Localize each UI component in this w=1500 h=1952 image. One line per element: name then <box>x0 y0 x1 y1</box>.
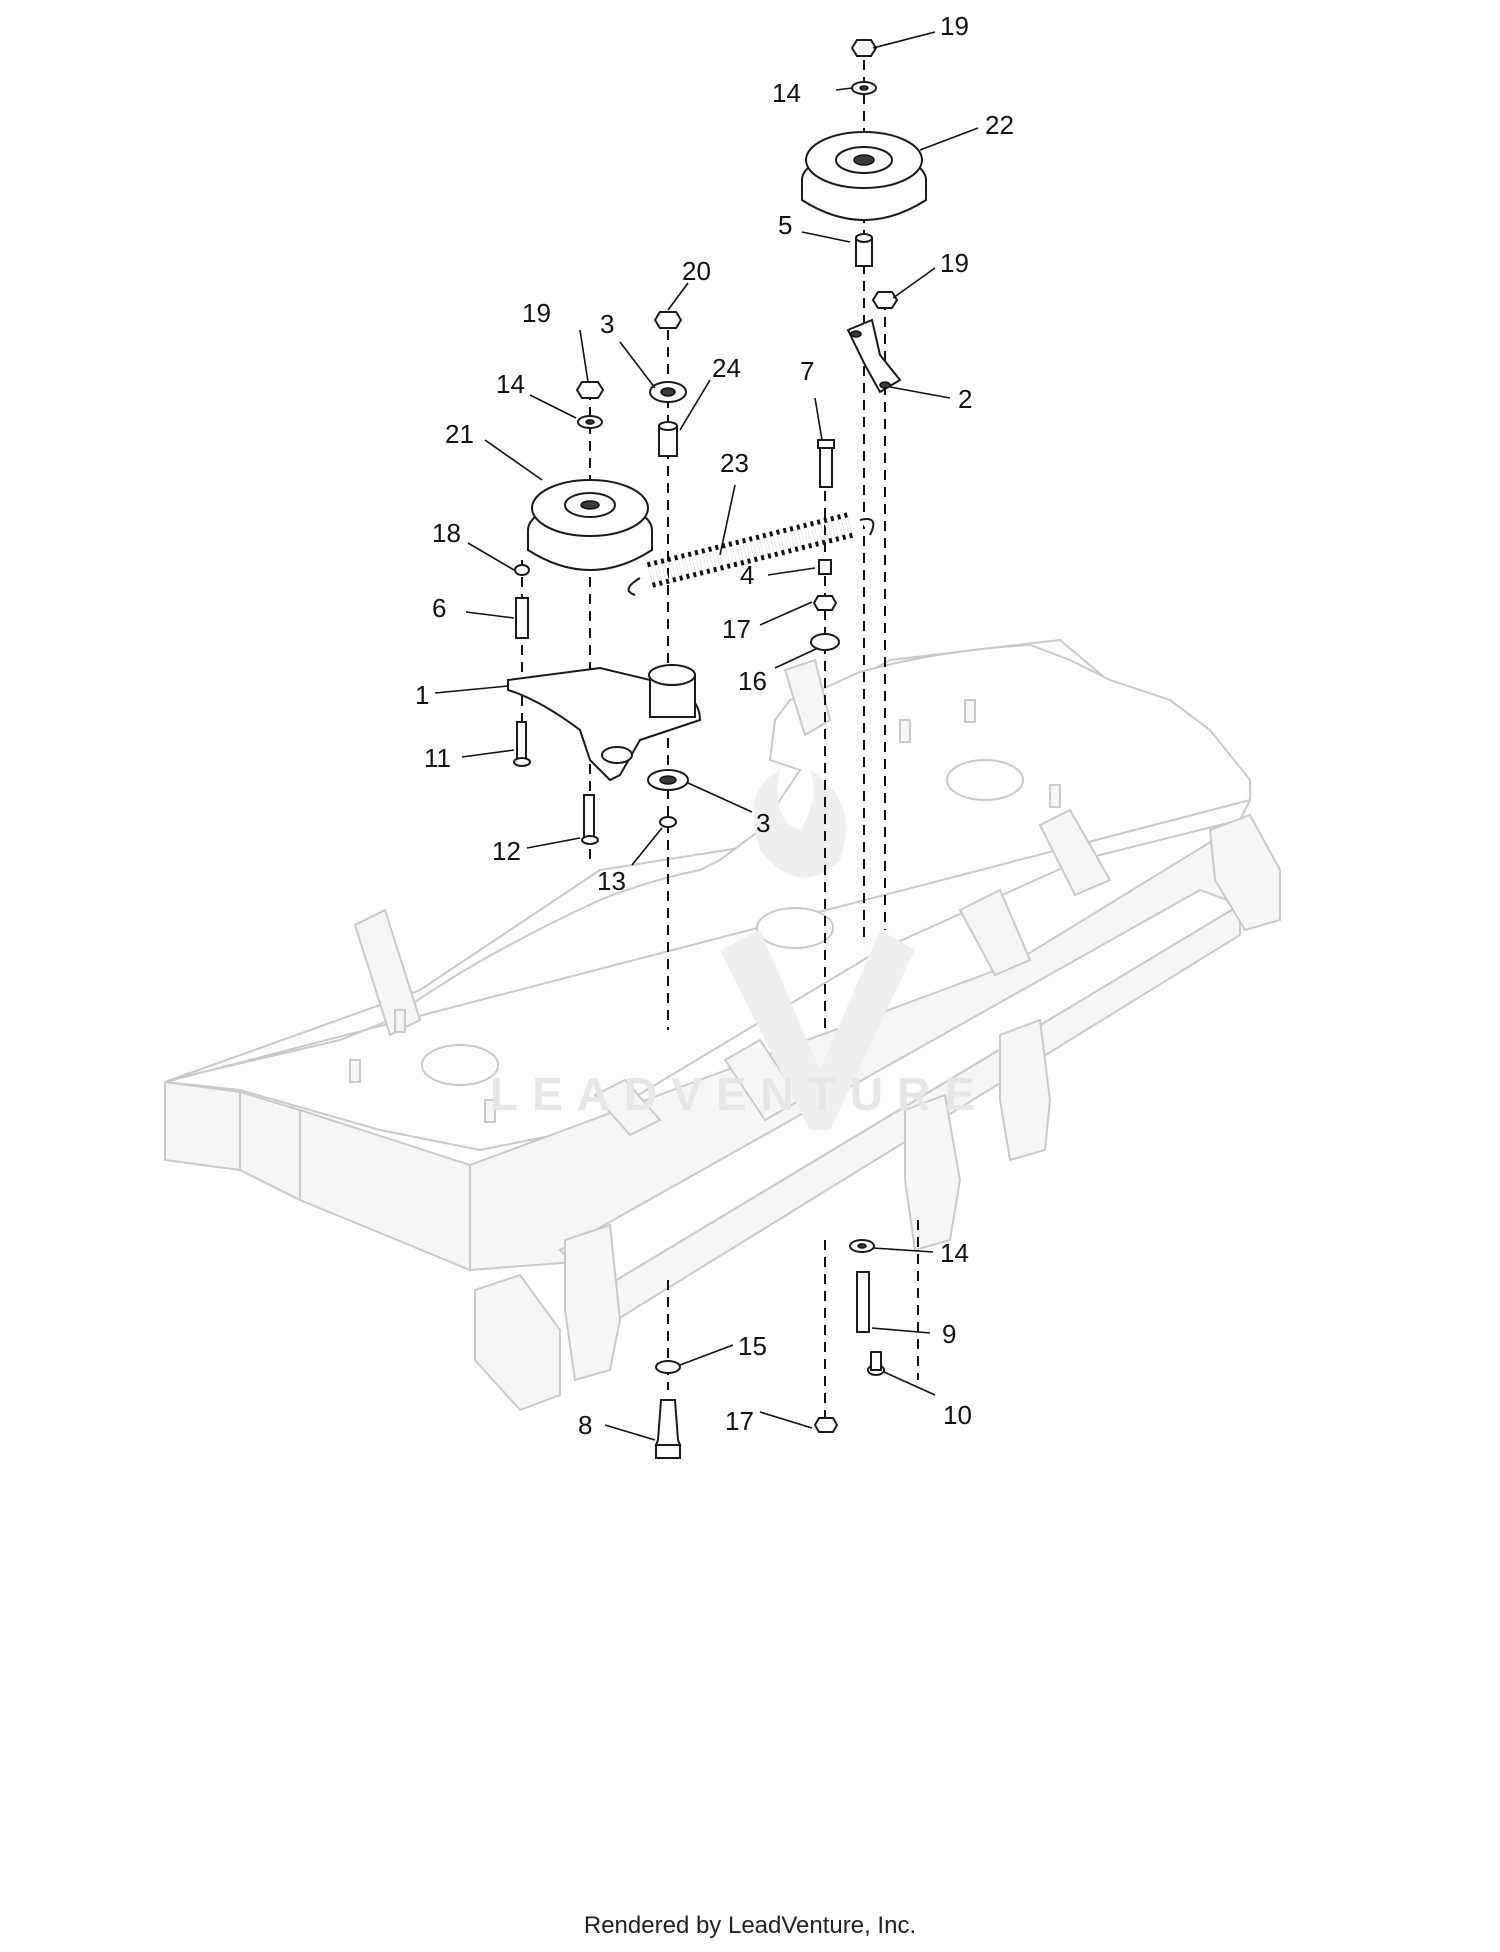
callout-6: 6 <box>432 593 446 623</box>
callout-8: 8 <box>578 1410 592 1440</box>
callout-16: 16 <box>738 666 767 696</box>
callout-24: 24 <box>712 353 741 383</box>
callout-3-lower: 3 <box>756 808 770 838</box>
leader-lines <box>434 31 979 1441</box>
parts <box>507 39 927 1459</box>
callout-11: 11 <box>424 743 451 773</box>
callout-3-upper: 3 <box>600 309 614 339</box>
callout-10: 10 <box>943 1400 972 1430</box>
callout-12: 12 <box>492 836 521 866</box>
footer-credit: Rendered by LeadVenture, Inc. <box>583 1912 917 1939</box>
callout-13: 13 <box>597 866 626 896</box>
watermark-text: LEADVENTURE <box>490 1068 989 1120</box>
callout-15: 15 <box>738 1331 767 1361</box>
callout-9: 9 <box>942 1319 956 1349</box>
callout-18: 18 <box>432 518 461 548</box>
callout-19-top: 19 <box>940 11 969 41</box>
callout-23: 23 <box>720 448 749 478</box>
callout-17-lower: 17 <box>725 1406 754 1436</box>
callout-1: 1 <box>415 680 429 710</box>
callout-22: 22 <box>985 110 1014 140</box>
callout-20: 20 <box>682 256 711 286</box>
callout-4: 4 <box>740 560 754 590</box>
tension-spring <box>627 512 875 596</box>
watermark: LEADVENTURE <box>490 770 989 1130</box>
callout-14-top: 14 <box>772 78 801 108</box>
callout-21: 21 <box>445 419 474 449</box>
callout-19-left: 19 <box>522 298 551 328</box>
callout-14-lower: 14 <box>940 1238 969 1268</box>
mower-deck <box>164 638 1281 1412</box>
callout-19-right: 19 <box>940 248 969 278</box>
callout-14-left: 14 <box>496 369 525 399</box>
callout-7: 7 <box>800 356 814 386</box>
callouts: 19 14 22 5 19 2 20 3 24 7 19 14 21 23 18… <box>415 11 1014 1440</box>
callout-5: 5 <box>778 210 792 240</box>
callout-17-upper: 17 <box>722 614 751 644</box>
callout-2: 2 <box>958 384 972 414</box>
